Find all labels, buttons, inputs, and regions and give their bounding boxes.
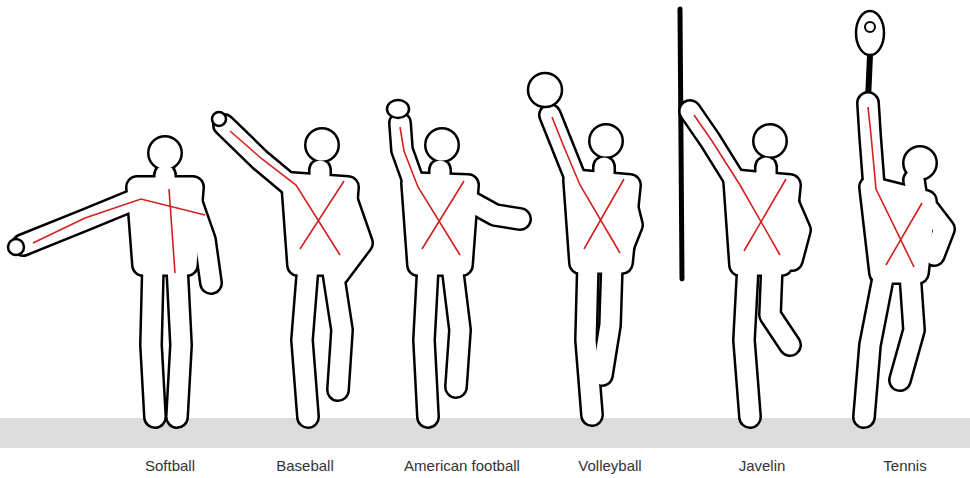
ball — [212, 112, 226, 126]
football-figure — [387, 100, 520, 417]
muscle-line — [400, 127, 464, 255]
sport-label: Volleyball — [578, 457, 641, 474]
ball — [387, 100, 409, 118]
baseball-figure — [212, 112, 362, 417]
muscle-line — [552, 117, 624, 253]
muscle-line — [694, 115, 786, 255]
volleyball-figure — [528, 73, 632, 415]
sport-label: Tennis — [883, 457, 926, 474]
ball — [528, 73, 562, 107]
tennis-figure — [856, 11, 944, 417]
sport-label: Softball — [145, 457, 195, 474]
javelin-figure — [680, 9, 800, 417]
sport-label: American football — [404, 457, 520, 474]
softball-figure — [8, 147, 211, 417]
racket-hole — [865, 22, 875, 32]
muscle-line — [33, 189, 205, 273]
muscle-line — [230, 131, 344, 255]
sport-label: Javelin — [739, 457, 786, 474]
sport-label: Baseball — [276, 457, 334, 474]
javelin — [680, 9, 682, 279]
muscle-line — [868, 107, 922, 267]
ball — [8, 239, 24, 255]
racket-head — [856, 11, 884, 55]
